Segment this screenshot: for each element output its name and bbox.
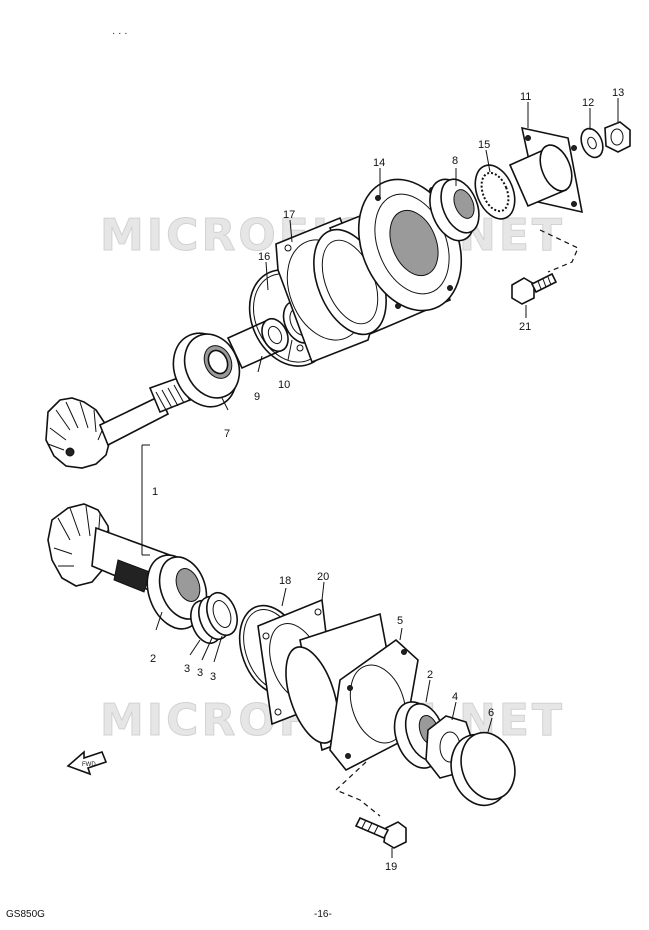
shims-3 (190, 591, 238, 645)
callout-17: 17 (283, 209, 295, 221)
flange-11 (508, 126, 584, 214)
callout-2-left: 2 (150, 653, 156, 665)
callout-5: 5 (397, 615, 403, 627)
callout-9: 9 (254, 391, 260, 403)
fwd-direction-arrow: FWD (66, 750, 108, 776)
footer-page-number: -16- (314, 909, 332, 920)
callout-13: 13 (612, 87, 624, 99)
bolt-19 (354, 816, 407, 849)
callout-11: 11 (520, 91, 531, 103)
washer-12 (580, 127, 604, 159)
bracket-part-1-ends (142, 444, 150, 556)
callout-labels: 1 2 2 3 3 3 4 5 6 7 8 9 10 11 12 13 14 1… (150, 87, 624, 873)
callout-7: 7 (224, 428, 230, 440)
leader-21-dash (539, 229, 579, 273)
leader-19-dash (334, 761, 381, 817)
drive-pinion-gear (45, 371, 207, 469)
callout-8: 8 (452, 155, 458, 167)
callout-6: 6 (488, 707, 494, 719)
callout-15: 15 (478, 139, 490, 151)
callout-20: 20 (317, 571, 329, 583)
bearing-2-left (146, 554, 208, 630)
callout-3-c: 3 (210, 671, 216, 683)
bearing-7 (172, 332, 241, 408)
callout-14: 14 (373, 157, 385, 169)
nut-13 (604, 121, 631, 153)
callout-4: 4 (452, 691, 458, 703)
callout-10: 10 (278, 379, 290, 391)
needle-bearing-15 (474, 164, 516, 220)
bearing-8 (429, 178, 480, 242)
spacer-9 (226, 317, 289, 370)
callout-3-a: 3 (184, 663, 190, 675)
fwd-label: FWD (82, 762, 96, 768)
callout-21: 21 (519, 321, 531, 333)
bolt-21 (511, 272, 558, 305)
callout-18: 18 (279, 575, 291, 587)
callout-19: 19 (385, 861, 397, 873)
footer-model: GS850G (6, 909, 45, 920)
cap-6 (450, 731, 516, 807)
callout-2-right: 2 (427, 669, 433, 681)
scan-marks: · · · (112, 28, 128, 39)
callout-3-b: 3 (197, 667, 203, 679)
callout-1: 1 (152, 486, 158, 498)
callout-16: 16 (258, 251, 270, 263)
leader-lines (155, 98, 619, 858)
washer-12-hole (587, 136, 597, 150)
callout-12: 12 (582, 97, 594, 109)
